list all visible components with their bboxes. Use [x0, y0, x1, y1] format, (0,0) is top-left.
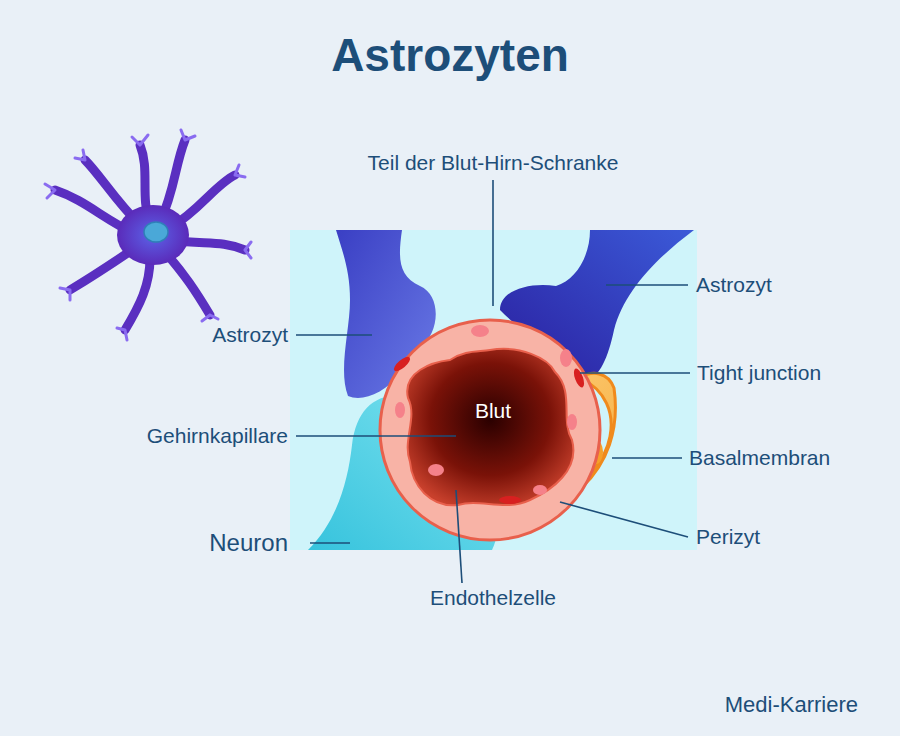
part-label: Perizyt: [696, 525, 760, 548]
part-label: Astrozyt: [696, 273, 772, 296]
part-label: Neuron: [209, 530, 288, 556]
astrocyte-body: [117, 205, 189, 265]
tight-junction: [392, 355, 586, 504]
part-label: Astrozyt: [212, 323, 288, 346]
leader-label: Teil der Blut-Hirn-Schranke: [368, 151, 619, 174]
part-label: Endothelzelle: [430, 586, 556, 609]
title: Astrozyten: [0, 28, 900, 82]
capillary-wall: [380, 320, 600, 540]
region-label: Blut: [475, 399, 511, 422]
part-label: Basalmembran: [689, 446, 830, 469]
capillary-lumen: [407, 349, 573, 505]
nucleus: [144, 222, 168, 242]
astrocyte-icon: [55, 140, 245, 330]
leader-line: [296, 180, 690, 583]
endothelial-nuclei: [395, 325, 577, 495]
astrocyte-icon-tips: [45, 130, 251, 340]
part-label: Gehirnkapillare: [147, 424, 288, 447]
watermark: Medi-Karriere: [725, 693, 858, 717]
part-label: Tight junction: [697, 361, 821, 384]
